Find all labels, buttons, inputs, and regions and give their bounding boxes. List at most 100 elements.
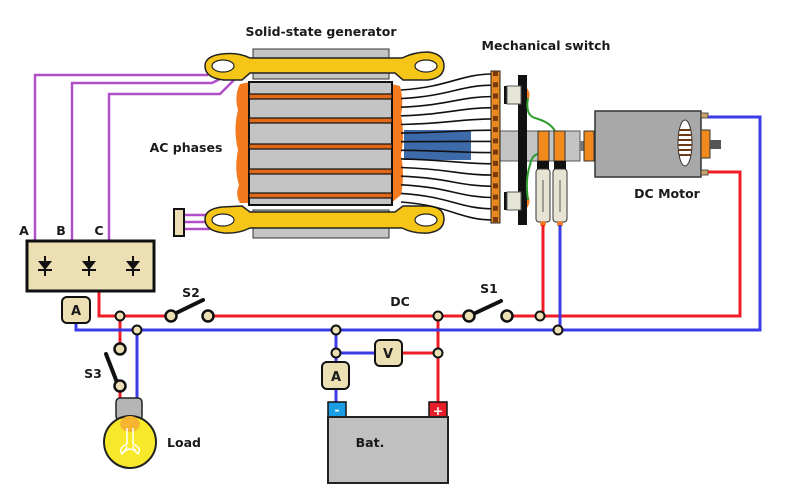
junction bbox=[432, 310, 444, 322]
motor-commutator bbox=[678, 129, 692, 156]
rotor-disc bbox=[518, 75, 527, 225]
yoke-bottom-hole-right bbox=[414, 213, 438, 227]
battery-negative-sign: - bbox=[335, 403, 340, 417]
yoke-bottom bbox=[204, 205, 445, 234]
mechanical-switch-title: Mechanical switch bbox=[482, 38, 611, 53]
switch-s2[interactable] bbox=[164, 298, 215, 323]
s2-label: S2 bbox=[182, 285, 200, 300]
coil-output-wire bbox=[400, 84, 494, 100]
dc-bus-label: DC bbox=[390, 294, 410, 309]
phase-c-wire bbox=[107, 79, 235, 240]
ammeter-main-label: A bbox=[71, 304, 81, 319]
voltmeter-label: V bbox=[383, 347, 393, 362]
battery-body bbox=[327, 416, 449, 484]
junction bbox=[534, 310, 546, 322]
motor-output-shaft bbox=[710, 140, 721, 149]
core-laminations bbox=[248, 93, 393, 199]
rectifier-positive bbox=[97, 170, 742, 318]
phase-b-label: B bbox=[56, 223, 66, 238]
ammeter-battery: A bbox=[321, 361, 350, 390]
switch-contact bbox=[493, 205, 498, 211]
yoke-top-hole-left bbox=[211, 59, 235, 73]
switch-contact bbox=[493, 172, 498, 178]
battery-label: Bat. bbox=[356, 435, 385, 450]
brush-holder-2-cap bbox=[554, 161, 566, 169]
slip-ring-1 bbox=[537, 130, 550, 162]
junctions bbox=[114, 310, 564, 359]
slip-ring-2 bbox=[553, 130, 566, 162]
coil-output-wire bbox=[400, 184, 494, 199]
yoke-top bbox=[204, 51, 445, 81]
junction bbox=[330, 324, 342, 336]
junction bbox=[432, 347, 444, 359]
yoke-top-hole-right bbox=[414, 59, 438, 73]
bulb-filament bbox=[120, 428, 140, 456]
negative-wiring bbox=[74, 115, 762, 403]
motor-window bbox=[677, 119, 693, 167]
ammeter-main: A bbox=[61, 296, 91, 324]
load-bulb-icon bbox=[103, 397, 157, 469]
switch-contact bbox=[493, 149, 498, 155]
ammeter-battery-label: A bbox=[331, 370, 341, 385]
switch-contact bbox=[493, 104, 498, 110]
junction bbox=[330, 347, 342, 359]
switch-contact bbox=[493, 71, 498, 76]
coil-terminal bbox=[173, 208, 185, 237]
switch-contact bbox=[493, 127, 498, 133]
switch-s1[interactable] bbox=[462, 299, 514, 323]
coil-output-wire bbox=[400, 73, 494, 91]
dc-motor bbox=[594, 110, 721, 178]
coil-left bbox=[235, 82, 250, 203]
mechanical-switch bbox=[490, 70, 595, 227]
green-wire-bottom bbox=[525, 153, 539, 201]
coil-output-wire bbox=[400, 106, 494, 117]
switch-contact bbox=[493, 115, 498, 121]
motor-terminal-top bbox=[700, 112, 709, 119]
coupling bbox=[583, 130, 595, 162]
switch-contact bbox=[493, 217, 498, 222]
generator-shaft bbox=[404, 130, 471, 160]
switch-contact bbox=[493, 183, 498, 189]
phase-wires bbox=[33, 73, 235, 240]
s3-label: S3 bbox=[84, 366, 102, 381]
coil-right bbox=[391, 84, 403, 203]
voltmeter: V bbox=[374, 339, 403, 367]
dc-motor-label: DC Motor bbox=[634, 186, 700, 201]
contact-segments bbox=[493, 71, 498, 222]
coil-output-wire bbox=[400, 129, 494, 134]
s1-label: S1 bbox=[480, 281, 498, 296]
switch-s3[interactable] bbox=[104, 342, 127, 393]
load-label: Load bbox=[167, 435, 201, 450]
rectifier-negative bbox=[74, 115, 762, 332]
brush-bottom bbox=[506, 191, 522, 211]
phase-c-label: C bbox=[94, 223, 103, 238]
yoke-bottom-hole-left bbox=[211, 213, 235, 227]
diode-icon bbox=[82, 256, 96, 276]
battery: - + Bat. bbox=[327, 401, 449, 484]
diode-icon bbox=[38, 256, 52, 276]
phase-a-label: A bbox=[19, 223, 29, 238]
switch-contact bbox=[493, 138, 498, 144]
coil-output-wire bbox=[400, 158, 494, 165]
coil-output-wire bbox=[400, 175, 494, 188]
coil-output-wire bbox=[400, 118, 494, 126]
switch-contact bbox=[493, 194, 498, 200]
brush-holder-1-cap bbox=[537, 161, 549, 169]
rectifier bbox=[25, 239, 156, 293]
ac-phases-label: AC phases bbox=[150, 140, 223, 155]
green-wire-top bbox=[526, 97, 556, 132]
coil-output-wire bbox=[400, 149, 494, 154]
generator-title: Solid-state generator bbox=[245, 24, 397, 39]
coil-output-wire bbox=[400, 192, 494, 210]
switch-contact bbox=[493, 160, 498, 166]
battery-positive-sign: + bbox=[433, 403, 443, 418]
junction bbox=[114, 310, 126, 322]
coil-output-wire bbox=[400, 95, 494, 108]
junction bbox=[552, 324, 564, 336]
diode-icon bbox=[126, 256, 140, 276]
brush-top bbox=[506, 85, 522, 105]
junction bbox=[131, 324, 143, 336]
phase-a-wire bbox=[33, 73, 208, 240]
motor-bearing bbox=[700, 129, 711, 159]
